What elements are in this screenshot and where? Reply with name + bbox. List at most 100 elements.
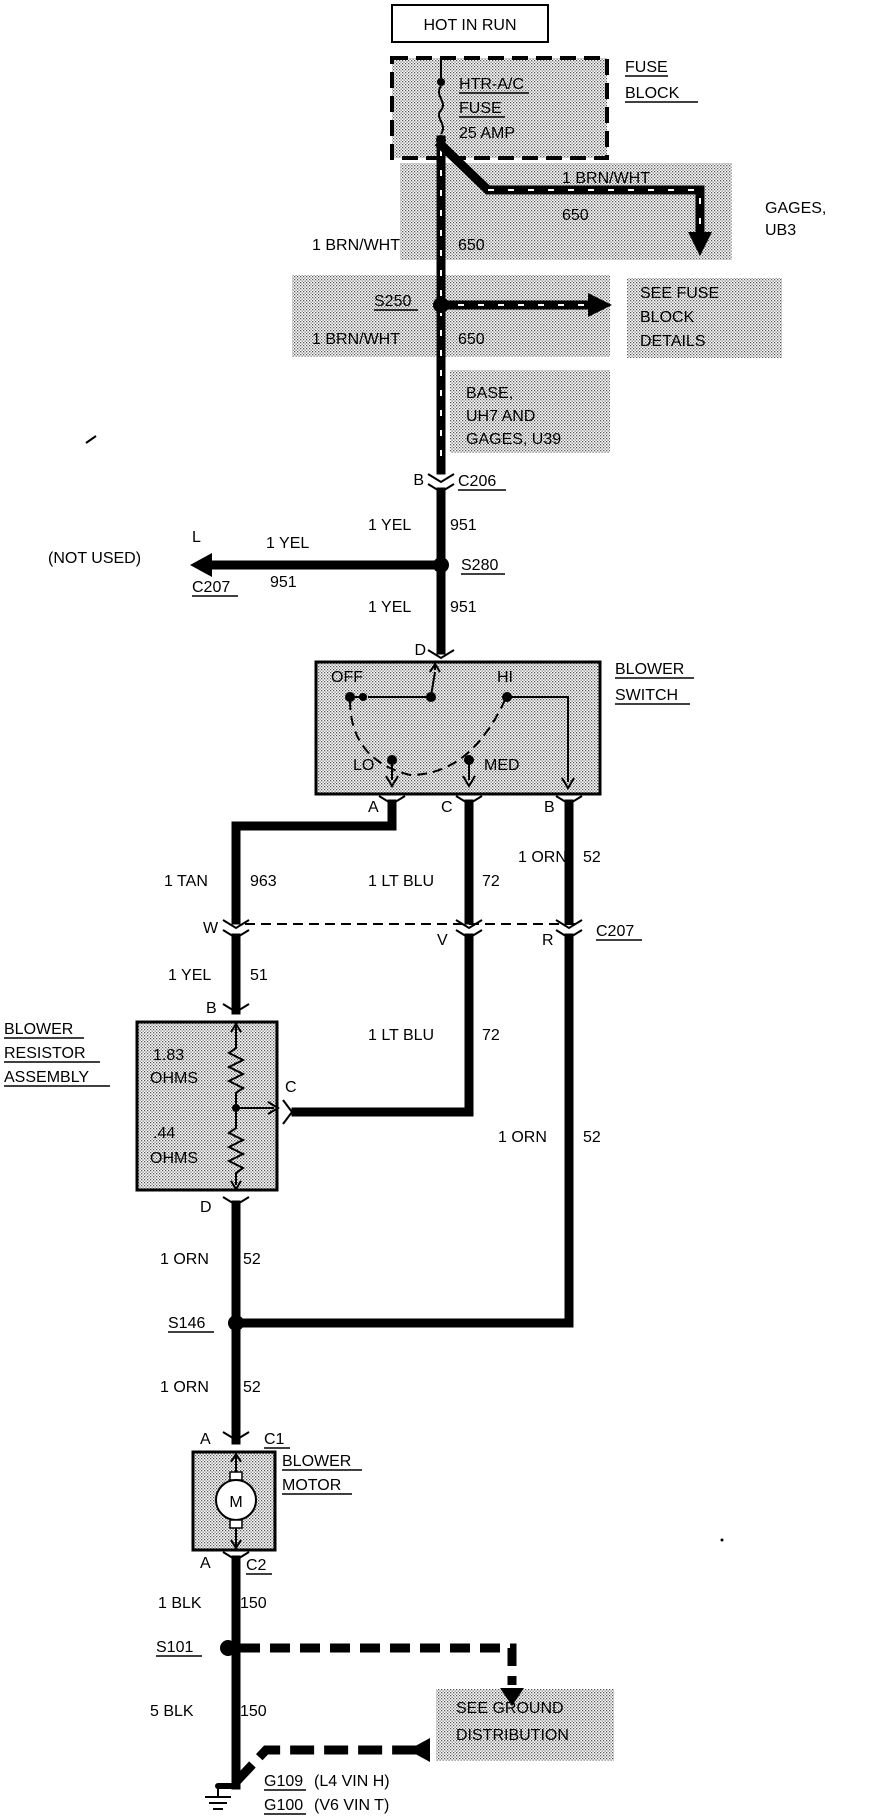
s250-shade xyxy=(292,275,610,357)
fuse-block-label-2: BLOCK xyxy=(625,85,680,102)
branch-shade xyxy=(400,163,732,260)
wire-code-951-left: 951 xyxy=(270,574,297,591)
see-ground-shade xyxy=(436,1689,614,1761)
fuse-icon xyxy=(438,85,444,135)
resistor-2-icon xyxy=(226,1108,246,1185)
c206-connector-icon xyxy=(427,473,455,484)
wire-code-52-1: 52 xyxy=(583,849,601,866)
r1-unit: OHMS xyxy=(150,1070,198,1087)
c207-pin-v: V xyxy=(437,932,448,949)
c207-pin-r: R xyxy=(542,932,554,949)
switch-pin-b: B xyxy=(544,799,555,816)
res-pin-c: C xyxy=(285,1079,297,1096)
r2-value: .44 xyxy=(153,1125,175,1142)
see-ground-label-2: DISTRIBUTION xyxy=(456,1727,569,1744)
wire-code-51: 51 xyxy=(250,967,268,984)
motor-c2-label: C2 xyxy=(246,1557,267,1574)
see-fuse-shade xyxy=(627,278,782,358)
hot-in-run-label: HOT IN RUN xyxy=(423,17,516,34)
wire-to-ground-distribution xyxy=(232,1745,425,1786)
ground-tip-icon xyxy=(500,1688,524,1706)
fuse-top-terminal xyxy=(437,78,445,86)
wire-code-650-mid: 650 xyxy=(458,331,485,348)
wire-code-52-d: 52 xyxy=(243,1251,261,1268)
wire-label-lt-blu-1: 1 LT BLU xyxy=(368,873,434,890)
wire-code-150-5: 150 xyxy=(240,1703,267,1720)
wire-label-brn-wht-mid: 1 BRN/WHT xyxy=(312,331,400,348)
motor-pin-a2: A xyxy=(200,1555,211,1572)
wire-label-orn-motor: 1 ORN xyxy=(160,1379,209,1396)
g100-note: (V6 VIN T) xyxy=(314,1797,389,1814)
c207-mid-label: C207 xyxy=(596,923,634,940)
g100-label: G100 xyxy=(264,1797,303,1814)
switch-lo-label: LO xyxy=(353,757,374,774)
see-fuse-label-2: BLOCK xyxy=(640,309,695,326)
fuse-block-label-1: FUSE xyxy=(625,59,668,76)
c207-pin-w: W xyxy=(203,920,219,937)
not-used-label: (NOT USED) xyxy=(48,550,141,567)
wire-label-orn-d: 1 ORN xyxy=(160,1251,209,1268)
switch-off-label: OFF xyxy=(331,669,363,686)
switch-pin-d: D xyxy=(414,642,426,659)
wire-code-951-2: 951 xyxy=(450,599,477,616)
base-note-1: BASE, xyxy=(466,385,513,402)
wire-code-52-right: 52 xyxy=(583,1129,601,1146)
wire-label-blk-1: 1 BLK xyxy=(158,1595,202,1612)
fuse-name-1: HTR-A/C xyxy=(459,76,524,93)
wire-code-72-2: 72 xyxy=(482,1027,500,1044)
motor-pin-a1: A xyxy=(200,1431,211,1448)
resistor-label-2: RESISTOR xyxy=(4,1045,86,1062)
motor-symbol: M xyxy=(229,1494,242,1511)
c206-label: C206 xyxy=(458,473,496,490)
switch-hi-label: HI xyxy=(497,669,513,686)
c207-left-label: C207 xyxy=(192,579,230,596)
blower-switch-label-1: BLOWER xyxy=(615,661,684,678)
wire-code-150-1: 150 xyxy=(240,1595,267,1612)
blower-resistor-box xyxy=(135,1020,279,1192)
res-pin-d: D xyxy=(200,1199,212,1216)
r1-value: 1.83 xyxy=(153,1047,184,1064)
blower-switch-box xyxy=(314,660,602,796)
resistor-label-1: BLOWER xyxy=(4,1021,73,1038)
wire-code-72-1: 72 xyxy=(482,873,500,890)
fuse-block-box xyxy=(390,56,609,160)
wire-tan-963 xyxy=(231,799,397,925)
s280-label: S280 xyxy=(461,557,498,574)
motor-label-1: BLOWER xyxy=(282,1453,351,1470)
branch-arrow-icon xyxy=(688,232,712,256)
wire-label-orn-right: 1 ORN xyxy=(498,1129,547,1146)
wire-code-650-top: 650 xyxy=(458,237,485,254)
s101-label: S101 xyxy=(156,1639,193,1656)
g109-label: G109 xyxy=(264,1773,303,1790)
wire-label-yel-2: 1 YEL xyxy=(368,599,411,616)
s146-label: S146 xyxy=(168,1315,205,1332)
wire-code-650-branch: 650 xyxy=(562,207,589,224)
resistor-label-3: ASSEMBLY xyxy=(4,1069,89,1086)
s250-label: S250 xyxy=(374,293,411,310)
wire-orn-52-right xyxy=(235,933,574,1328)
blower-switch-label-2: SWITCH xyxy=(615,687,678,704)
wire-to-ground-tip xyxy=(240,1643,517,1685)
wire-lt-blu-72-to-res xyxy=(291,933,474,1117)
switch-arc xyxy=(349,699,506,777)
switch-med-label: MED xyxy=(484,757,520,774)
c207-left-arrow-icon xyxy=(190,553,212,577)
wire-label-brn-wht-top: 1 BRN/WHT xyxy=(312,237,400,254)
wire-label-lt-blu-2: 1 LT BLU xyxy=(368,1027,434,1044)
resistor-1-icon xyxy=(226,1036,246,1108)
see-fuse-label-3: DETAILS xyxy=(640,333,706,350)
base-note-shade xyxy=(450,370,610,453)
wire-code-951-1: 951 xyxy=(450,517,477,534)
wire-code-963: 963 xyxy=(250,873,277,890)
wire-label-yel-1: 1 YEL xyxy=(368,517,411,534)
base-note-2: UH7 AND xyxy=(466,408,535,425)
wire-label-yel-left: 1 YEL xyxy=(266,535,309,552)
gages-ub3-label-1: GAGES, xyxy=(765,200,826,217)
splice-s101 xyxy=(220,1640,236,1656)
switch-pin-a: A xyxy=(368,799,379,816)
see-fuse-label-1: SEE FUSE xyxy=(640,285,719,302)
gages-ub3-label-2: UB3 xyxy=(765,222,796,239)
wire-label-blk-5: 5 BLK xyxy=(150,1703,194,1720)
res-pin-b: B xyxy=(206,1000,217,1017)
wire-label-brn-wht-branch: 1 BRN/WHT xyxy=(562,170,650,187)
